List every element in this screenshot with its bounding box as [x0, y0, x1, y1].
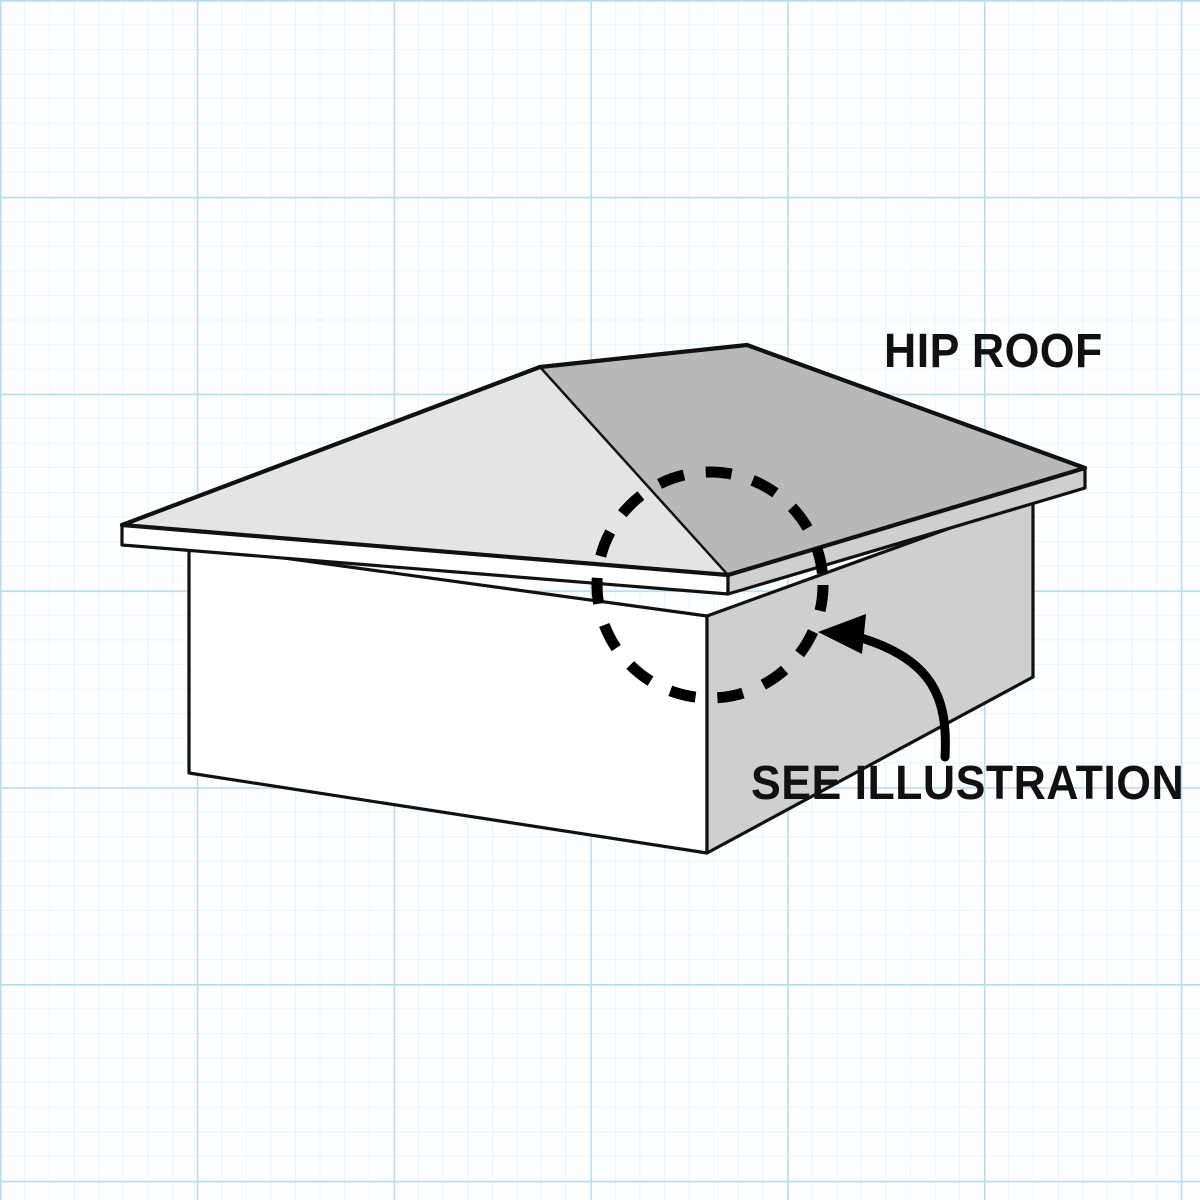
- roof-outline: [119, 342, 1088, 578]
- label-hip-roof: HIP ROOF: [884, 325, 1103, 378]
- callout-arrow-curve: [853, 632, 950, 762]
- hip-ridge-to-corner: [538, 365, 730, 577]
- roof-hip-ridges: [538, 365, 730, 577]
- roof-eave-right-edge: [744, 342, 1088, 471]
- label-see-illustration: SEE ILLUSTRATION: [751, 757, 1185, 810]
- callout-marker: [591, 466, 829, 704]
- callout-arrow-head: [818, 614, 866, 654]
- front-wall: [187, 543, 709, 855]
- callout-arrow: [818, 614, 950, 762]
- dashed-highlight-circle: [591, 466, 829, 704]
- roof-eave-front-right-edge: [725, 465, 1088, 578]
- house-walls: [187, 496, 1035, 855]
- roof-eave-left-edge: [119, 364, 543, 528]
- roof-ridge-line: [537, 342, 750, 370]
- roof-eave-front-edge: [119, 522, 731, 578]
